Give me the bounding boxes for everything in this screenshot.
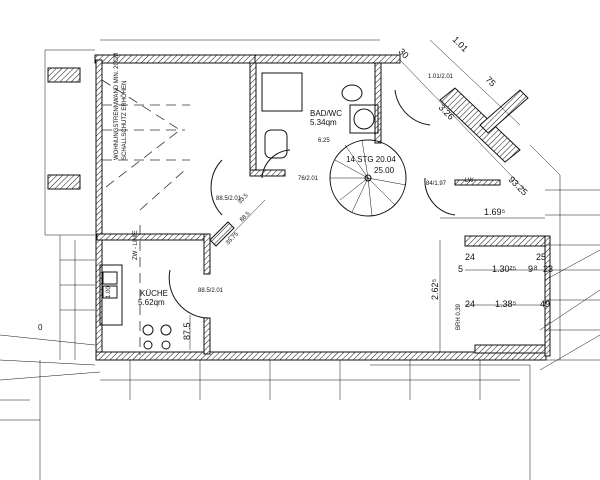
dim-24a: 24 <box>465 252 475 262</box>
stair-label: 14 STG 20.04 <box>346 155 396 164</box>
spiral-staircase <box>329 139 407 217</box>
dim-75: 75 <box>484 74 498 88</box>
bath-fixtures <box>261 72 379 159</box>
lw-label: LW <box>465 178 474 184</box>
skylight-outline <box>101 79 190 355</box>
dim-101: 1.01 <box>451 34 470 53</box>
dimension-lines <box>189 39 545 352</box>
door-label-1: 1.01/2.01 <box>428 74 454 80</box>
walls <box>94 54 551 361</box>
dim-5: 5 <box>458 264 463 274</box>
stair-rise: 25.00 <box>374 166 395 175</box>
bath-name: BAD/WC <box>310 109 342 118</box>
kitchen-fixtures <box>99 264 172 350</box>
dim-25: 25 <box>536 252 546 262</box>
dim-625: 6.25 <box>318 138 330 144</box>
dim-9: 9 <box>528 264 533 274</box>
dim-13025: 1.30²⁵ <box>492 264 517 274</box>
door-label-right: 84/1.97 <box>426 181 447 187</box>
door-swings <box>168 89 456 319</box>
door-label-hall: 88.5/2.01 <box>216 196 242 202</box>
dim-8: 8 <box>534 266 538 272</box>
bath-area: 5.34qm <box>310 118 337 127</box>
dim-49: 49 <box>540 299 550 309</box>
kitchen-area: 5.62qm <box>138 298 165 307</box>
dim-1695: 1.69⁵ <box>484 207 506 217</box>
brh-label: BRH 0.39 <box>456 303 462 330</box>
dim-1385: 1.38⁵ <box>495 299 517 309</box>
dim-2625: 2.62⁵ <box>430 278 440 300</box>
dim-100: 1.00 <box>106 286 112 298</box>
dim-335: 33.5 <box>237 192 250 205</box>
labels: BAD/WC 5.34qm KÜCHE 5.62qm WOHNUNGSTRENN… <box>38 34 553 340</box>
dim-24b: 24 <box>465 299 475 309</box>
partition-note-2: SCHALLSCHUTZ ERHÖHEN <box>121 81 128 160</box>
corner-label: 0 <box>38 323 43 332</box>
roof-structure-right <box>529 144 600 371</box>
dim-23: 23 <box>543 264 553 274</box>
partition-note-1: WOHNUNGSTRENNWAND MIN. 20CM <box>114 53 120 160</box>
zw-line-label: ZW - LINIE <box>133 230 139 260</box>
dim-875: 87.5 <box>182 322 192 340</box>
door-label-bath: 76/2.01 <box>298 176 319 182</box>
dim-9325: 93.25 <box>507 174 530 197</box>
kitchen-name: KÜCHE <box>140 289 168 298</box>
roof-structure-left <box>0 39 531 480</box>
door-label-kitchen: 88.5/2.01 <box>198 288 224 294</box>
dim-885: 88.5 <box>239 210 252 223</box>
